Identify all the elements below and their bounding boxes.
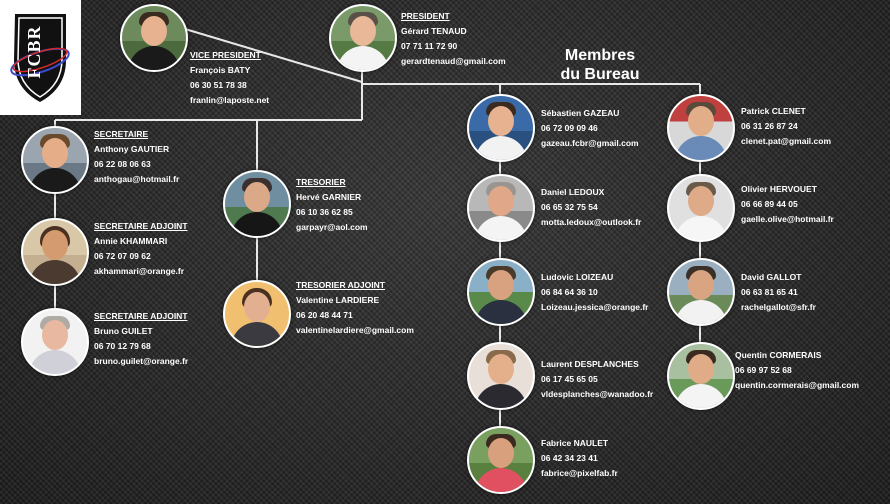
connector-vice-president (154, 19, 363, 83)
member-role: SECRETAIRE ADJOINT (94, 221, 188, 231)
member-phone: 06 17 45 65 05 (541, 374, 598, 384)
member-role: PRESIDENT (401, 11, 450, 21)
member-phone: 06 66 89 44 05 (741, 199, 798, 209)
club-logo: FCBR (0, 0, 81, 115)
member-photo-avatar (21, 218, 89, 286)
member-phone: 06 69 97 52 68 (735, 365, 792, 375)
member-email[interactable]: bruno.guilet@orange.fr (94, 356, 189, 366)
member-photo-avatar (21, 126, 89, 194)
member-email[interactable]: garpayr@aol.com (296, 222, 368, 232)
member-name: Hervé GARNIER (296, 192, 362, 202)
member-email[interactable]: Loizeau.jessica@orange.fr (541, 302, 649, 312)
member-name: Valentine LARDIERE (296, 295, 380, 305)
member-name: Laurent DESPLANCHES (541, 359, 639, 369)
member-phone: 06 30 51 78 38 (190, 80, 247, 90)
member-phone: 06 31 26 87 24 (741, 121, 798, 131)
member-phone: 06 72 07 09 62 (94, 251, 151, 261)
member-photo-avatar (467, 258, 535, 326)
member-phone: 06 63 81 65 41 (741, 287, 798, 297)
member-phone: 06 72 09 09 46 (541, 123, 598, 133)
title-line-1: Membres (564, 47, 636, 64)
member-email[interactable]: gazeau.fcbr@gmail.com (541, 138, 639, 148)
member-email[interactable]: clenet.pat@gmail.com (741, 136, 832, 146)
member-email[interactable]: motta.ledoux@outlook.fr (541, 217, 642, 227)
member-photo-avatar (667, 174, 735, 242)
member-name: Daniel LEDOUX (541, 187, 605, 197)
member-email[interactable]: gaelle.olive@hotmail.fr (741, 214, 834, 224)
member-photo-avatar (467, 342, 535, 410)
member-email[interactable]: quentin.cormerais@gmail.com (735, 380, 860, 390)
member-phone: 06 10 36 62 85 (296, 207, 353, 217)
member-photo-avatar (120, 4, 188, 72)
board-title: Membres du Bureau (548, 46, 652, 84)
member-name: Olivier HERVOUET (741, 184, 817, 194)
member-photo-avatar (329, 4, 397, 72)
member-photo-avatar (223, 170, 291, 238)
member-name: Bruno GUILET (94, 326, 153, 336)
member-email[interactable]: rachelgallot@sfr.fr (741, 302, 816, 312)
member-email[interactable]: valentinelardiere@gmail.com (296, 325, 414, 335)
member-email[interactable]: franlin@laposte.net (190, 95, 270, 105)
member-email[interactable]: gerardtenaud@gmail.com (401, 56, 506, 66)
member-name: Ludovic LOIZEAU (541, 272, 614, 282)
member-photo-avatar (667, 94, 735, 162)
member-phone: 06 70 12 79 68 (94, 341, 151, 351)
member-phone: 06 42 34 23 41 (541, 453, 598, 463)
member-photo-avatar (667, 342, 735, 410)
member-photo-avatar (21, 308, 89, 376)
member-role: VICE PRESIDENT (190, 50, 261, 60)
member-role: TRESORIER ADJOINT (296, 280, 385, 290)
member-photo-avatar (467, 426, 535, 494)
member-phone: 06 65 32 75 54 (541, 202, 598, 212)
member-name: Anthony GAUTIER (94, 144, 170, 154)
member-photo-avatar (467, 174, 535, 242)
member-phone: 06 20 48 44 71 (296, 310, 353, 320)
member-role: TRESORIER (296, 177, 346, 187)
member-email[interactable]: akhammari@orange.fr (94, 266, 185, 276)
member-name: David GALLOT (741, 272, 802, 282)
title-line-2: du Bureau (560, 66, 640, 83)
member-name: Sébastien GAZEAU (541, 108, 620, 118)
member-name: Gérard TENAUD (401, 26, 467, 36)
member-role: SECRETAIRE (94, 129, 149, 139)
member-name: Patrick CLENET (741, 106, 806, 116)
member-name: François BATY (190, 65, 251, 75)
member-name: Fabrice NAULET (541, 438, 609, 448)
member-phone: 06 84 64 36 10 (541, 287, 598, 297)
member-photo-avatar (223, 280, 291, 348)
svg-text:FCBR: FCBR (24, 26, 44, 79)
member-email[interactable]: fabrice@pixelfab.fr (541, 468, 618, 478)
member-phone: 06 22 08 06 63 (94, 159, 151, 169)
member-name: Quentin CORMERAIS (735, 350, 822, 360)
member-email[interactable]: vldesplanches@wanadoo.fr (541, 389, 654, 399)
member-phone: 07 71 11 72 90 (401, 41, 458, 51)
member-photo-avatar (667, 258, 735, 326)
member-role: SECRETAIRE ADJOINT (94, 311, 188, 321)
member-photo-avatar (467, 94, 535, 162)
member-email[interactable]: anthogau@hotmail.fr (94, 174, 180, 184)
member-name: Annie KHAMMARI (94, 236, 168, 246)
